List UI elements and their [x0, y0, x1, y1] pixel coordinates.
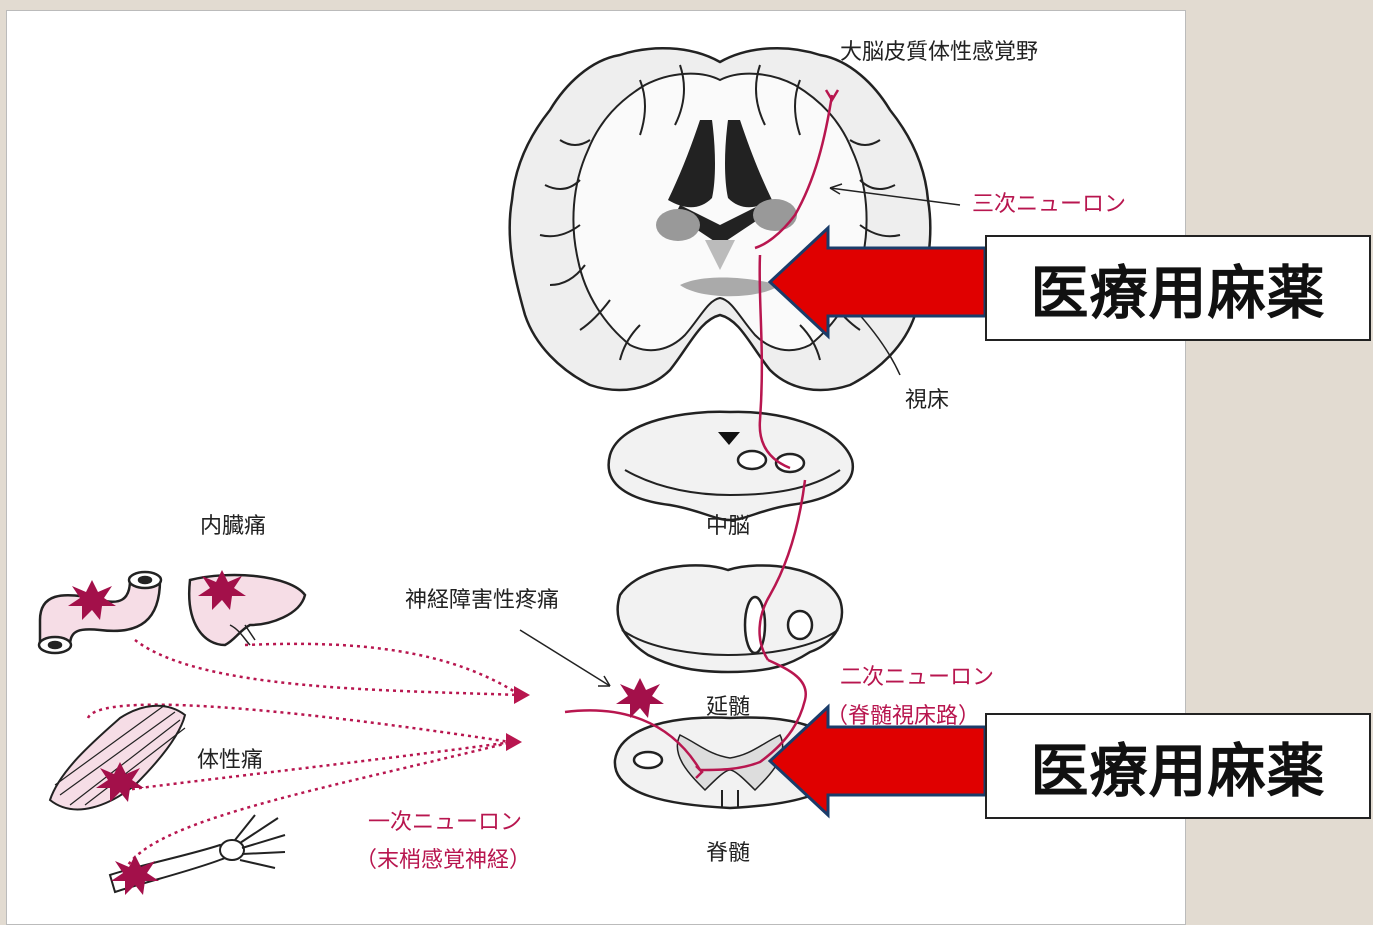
thalamus-label: 視床	[905, 388, 950, 413]
red-arrow-upper	[767, 224, 987, 340]
red-arrow-lower	[767, 703, 987, 819]
liver-illustration	[187, 573, 307, 647]
pain-star-liver	[198, 570, 246, 610]
midbrain-label: 中脳	[706, 514, 751, 539]
brain-cortex-label: 大脳皮質体性感覚野	[840, 40, 1039, 65]
medulla-label: 延髄	[706, 695, 751, 720]
pain-star-intestine	[68, 580, 116, 620]
brain-coronal-section	[508, 46, 932, 392]
second-neuron-label: 二次ニューロン	[840, 665, 995, 690]
muscle-illustration	[48, 704, 187, 811]
pain-star-muscle	[96, 762, 144, 802]
visceral-pain-label: 内臓痛	[200, 514, 267, 539]
pain-star-hand	[111, 855, 159, 895]
afferent-dotted-arrows	[86, 639, 521, 871]
third-neuron-label: 三次ニューロン	[972, 192, 1127, 217]
second-neuron-sublabel: （脊髄視床路）	[826, 704, 981, 729]
midbrain-section	[607, 410, 855, 522]
first-neuron-label: 一次ニューロン	[368, 810, 523, 835]
spinal-cord-label: 脊髄	[706, 841, 751, 866]
pain-star-markers	[68, 570, 664, 895]
somatic-pain-label: 体性痛	[197, 748, 264, 773]
first-neuron-sublabel: （末梢感覚神経）	[355, 848, 532, 873]
afferent-arrowheads	[506, 686, 530, 751]
opioid-callout-lower: 医療用麻薬	[985, 713, 1371, 819]
neuropathic-pain-label: 神経障害性疼痛	[405, 588, 560, 613]
pain-pathway-lines	[564, 89, 840, 779]
opioid-callout-upper: 医療用麻薬	[985, 235, 1371, 341]
medulla-section	[616, 564, 843, 674]
pain-star-nerve	[616, 678, 664, 718]
